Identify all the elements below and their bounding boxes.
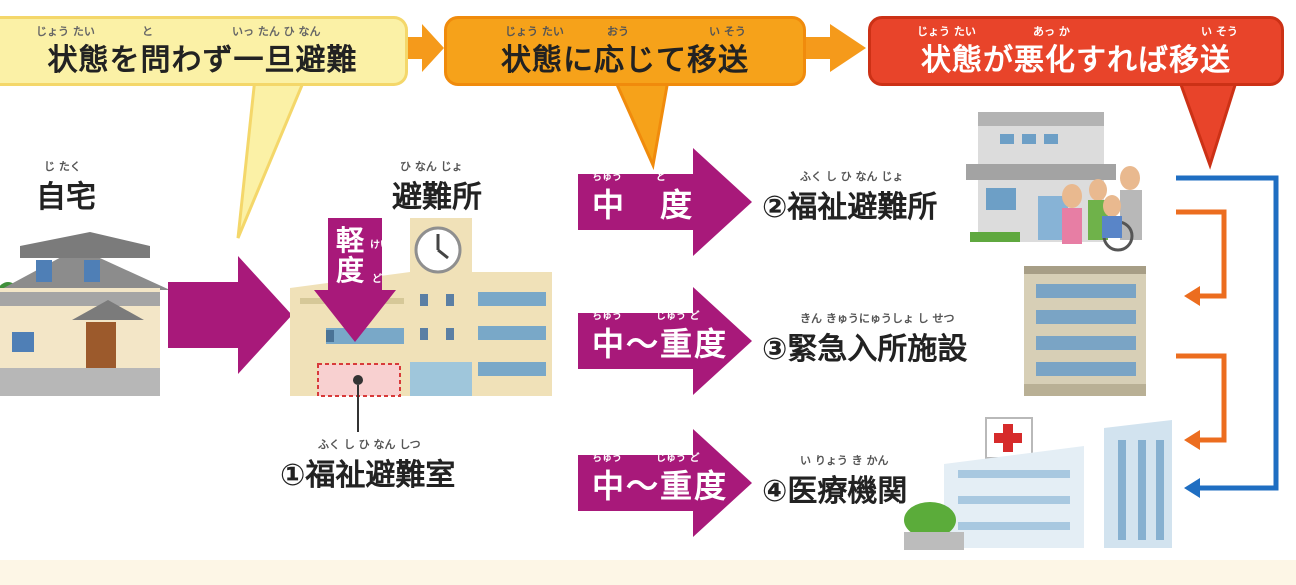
callout-1-tail (236, 76, 308, 239)
hospital-illustration (904, 417, 1172, 550)
transfer-flow-lines (1176, 175, 1279, 498)
severity-2-ruby-2: じゅう ど (656, 311, 700, 322)
home-ruby: じ たく (44, 160, 81, 173)
callout-3-text: 状態が悪化すれば移送 (921, 43, 1231, 78)
severity-3-ruby-2: じゅう ど (656, 453, 700, 464)
shelter-label: 避難所 (392, 180, 482, 215)
facility-3-ruby: い りょう き かん (800, 454, 889, 467)
callout-1-ruby-3: いっ たん ひ なん (232, 25, 321, 38)
orange-arrow-2 (800, 24, 866, 72)
callout-1-ruby-2: と (142, 25, 153, 38)
callout-2-ruby-3: い そう (709, 25, 746, 38)
callout-3-ruby-3: い そう (1201, 25, 1238, 38)
callout-transfer-if-worsens: じょう たい あっ か い そう 状態が悪化すれば移送 (868, 16, 1284, 86)
callout-transfer-by-condition: じょう たい おう い そう 状態に応じて移送 (444, 16, 806, 86)
severity-1-ruby-1: ちゅう (592, 172, 622, 183)
facility-1-ruby: ふく し ひ なん じょ (800, 170, 904, 183)
magenta-arrow-light (314, 218, 396, 342)
welfare-shelter-illustration (966, 112, 1142, 252)
light-case-char-1: 軽 (336, 224, 365, 257)
callout-2-ruby-1: じょう たい (505, 25, 564, 38)
home-label: 自宅 (36, 180, 96, 215)
house-illustration (0, 232, 170, 396)
callout-3-tail (1177, 80, 1239, 170)
callout-1-text: 状態を問わず一旦避難 (47, 43, 358, 78)
severity-2-ruby-1: ちゅう (592, 311, 622, 322)
severity-3-label: 中〜重度 (592, 467, 729, 505)
facility-3-label: ④医療機関 (762, 474, 908, 509)
severity-badge-3: ちゅう じゅう ど 中〜重度 (578, 453, 729, 513)
emergency-facility-illustration (1024, 266, 1146, 396)
severity-arrow-2 (578, 287, 752, 395)
callout-3-ruby-1: じょう たい (917, 25, 976, 38)
severity-1-label: 中 度 (592, 186, 695, 224)
callout-3-ruby-2: あっ か (1033, 25, 1070, 38)
magenta-arrow-home (168, 256, 292, 374)
callout-1-ruby-1: じょう たい (36, 25, 95, 38)
room-ruby: ふく し ひ なん しつ (318, 438, 421, 451)
light-case-ruby-2: ど (372, 274, 382, 285)
severity-arrow-3 (578, 429, 752, 537)
severity-arrow-1 (578, 148, 752, 256)
severity-badge-2: ちゅう じゅう ど 中〜重度 (578, 311, 729, 371)
facility-2-label: ③緊急入所施設 (762, 332, 968, 367)
callout-2-text: 状態に応じて移送 (501, 43, 749, 78)
severity-1-ruby-2: ど (656, 172, 666, 183)
facility-2-ruby: きん きゅうにゅうしょ し せつ (800, 312, 955, 325)
facility-1-label: ②福祉避難所 (762, 190, 938, 225)
severity-badge-1: ちゅう ど 中 度 (578, 172, 728, 232)
bottom-band (0, 560, 1296, 585)
light-case-label: 軽 度 (336, 226, 376, 286)
orange-arrow-1 (405, 24, 444, 72)
severity-3-ruby-1: ちゅう (592, 453, 622, 464)
callout-evacuate-anyway: じょう たい と いっ たん ひ なん 状態を問わず一旦避難 (0, 16, 408, 86)
shelter-ruby: ひ なん じょ (400, 160, 463, 173)
light-case-char-2: 度 (336, 254, 365, 287)
callout-2-tail (612, 78, 670, 171)
light-case-ruby-1: けい (370, 240, 390, 251)
severity-2-label: 中〜重度 (592, 325, 729, 363)
callout-2-ruby-2: おう (607, 25, 629, 38)
room-label: ①福祉避難室 (280, 458, 456, 493)
